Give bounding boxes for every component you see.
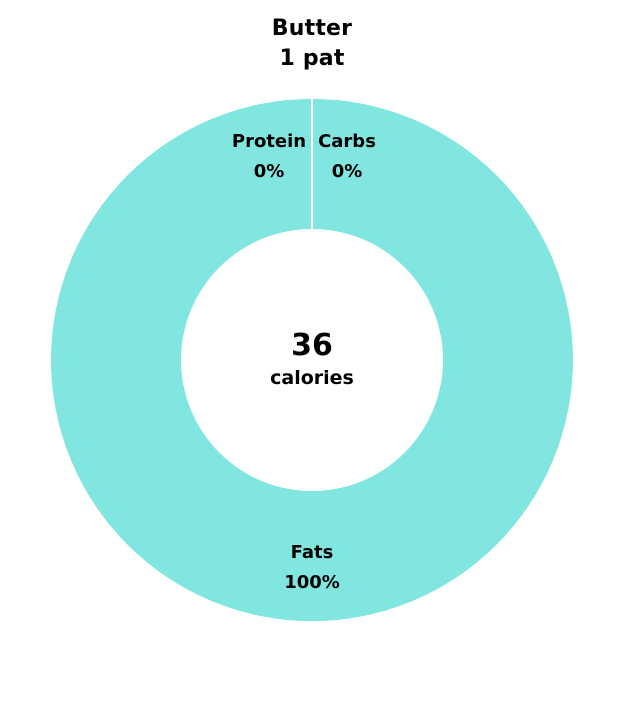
slice-label-fats: Fats [291,542,334,563]
chart-subtitle: 1 pat [279,46,345,71]
chart-title: Butter [271,16,353,41]
donut-slices [50,98,573,622]
slice-percent-carbs: 0% [332,161,363,182]
chart-title-block: Butter 1 pat [0,14,624,74]
slice-labels: Protein 0% Carbs 0% Fats 100% [232,131,376,593]
slice-fats [50,98,573,622]
slice-label-carbs: Carbs [318,131,376,152]
center-calories-value: 36 [291,328,333,363]
center-calories-label: calories [270,367,354,389]
slice-percent-protein: 0% [254,161,285,182]
slice-percent-fats: 100% [284,572,340,593]
slice-label-protein: Protein [232,131,306,152]
